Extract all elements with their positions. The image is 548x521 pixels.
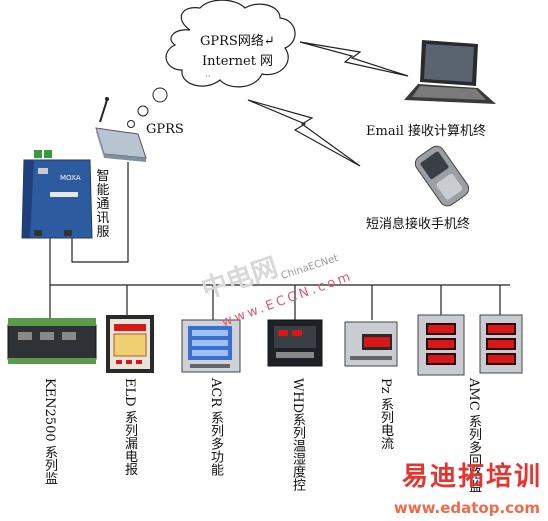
- brand-url: www.edatop.com: [393, 499, 540, 517]
- ken2500-device-icon: [7, 318, 97, 364]
- server-label-char-1: 智: [96, 169, 110, 184]
- gprs-label: GPRS: [146, 122, 184, 137]
- server-label-char-4: 讯: [96, 211, 110, 226]
- svg-text:MOXA: MOXA: [60, 174, 81, 182]
- cloud-line-1: GPRS网络↵: [200, 34, 275, 49]
- server-label-char-3: 通: [96, 197, 110, 212]
- server-label-char-5: 服: [96, 225, 110, 240]
- device-label-eld: ELD 系列漏电报: [122, 378, 137, 476]
- pz-device-icon: [344, 321, 398, 367]
- wireless-link-phone: [247, 99, 361, 167]
- device-label-ken2500: KEN2500 系列监: [42, 378, 57, 485]
- whd-device-icon: [267, 319, 323, 367]
- cloud-bubble-2: [137, 105, 149, 117]
- server-label-char-2: 能: [96, 183, 110, 198]
- acr-device-icon: [181, 319, 241, 373]
- brand-logo: 易迪拓培训: [401, 462, 542, 492]
- amc-device-icon-1: [417, 314, 465, 376]
- server-label: 智 能 通 讯 服: [95, 170, 111, 240]
- cloud-bubble-3: [127, 120, 135, 128]
- email-label: Email 接收计算机终: [366, 124, 487, 139]
- device-label-amc: AMC 系列多回路监: [466, 378, 481, 493]
- eld-device-icon: [106, 315, 154, 373]
- cloud-line-2: Internet 网: [202, 54, 274, 69]
- device-label-pz: Pz 系列电流: [378, 378, 393, 450]
- device-label-whd: WHD系列温湿度控: [290, 378, 305, 492]
- cloud-bubble-1: [152, 87, 168, 103]
- sms-label: 短消息接收手机终: [366, 217, 471, 232]
- amc-device-icon-2: [479, 314, 523, 374]
- wireless-link-laptop: [299, 41, 409, 77]
- network-cloud: [165, 0, 296, 88]
- cloud-line-3: ··: [205, 72, 211, 82]
- device-label-acr: ACR 系列多功能: [208, 378, 223, 477]
